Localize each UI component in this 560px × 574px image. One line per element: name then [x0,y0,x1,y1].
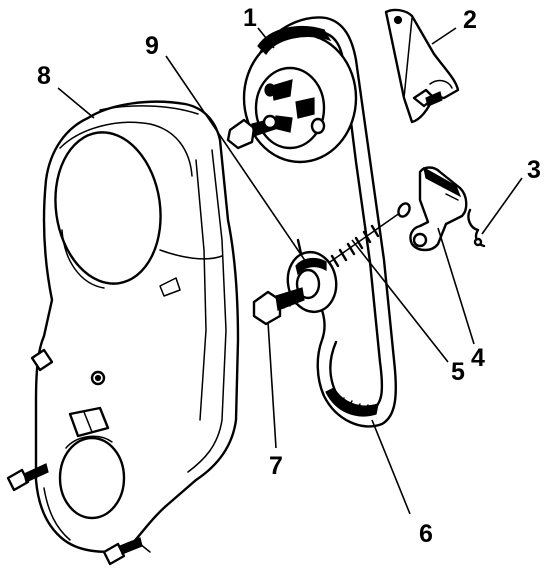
sprocket-bolt [226,114,279,150]
callout-4: 4 [471,344,485,372]
leader-lines [57,27,523,515]
timing-belt-cover [30,100,240,553]
callout-8: 8 [37,62,51,90]
callout-7: 7 [269,452,283,480]
cover-tab [68,406,110,438]
callout-2: 2 [463,6,477,34]
callout-9: 9 [145,32,159,60]
lower-pulley-cover-dome [58,436,126,520]
upper-pulley-cover-dome [54,131,162,285]
tensioner-spring [329,202,411,268]
callout-6: 6 [419,520,433,548]
callout-5: 5 [451,358,465,386]
callout-3: 3 [527,156,541,184]
pulley-bolt [252,287,305,326]
cover-bolt-lower-left [6,463,49,492]
cover-bolt-bottom [102,537,143,566]
callout-1: 1 [243,4,257,32]
callout-labels: 1 2 3 4 5 6 7 8 9 [37,4,541,548]
tensioner-bracket [409,166,468,252]
rear-bracket [384,8,460,124]
spring-clip [467,208,486,248]
